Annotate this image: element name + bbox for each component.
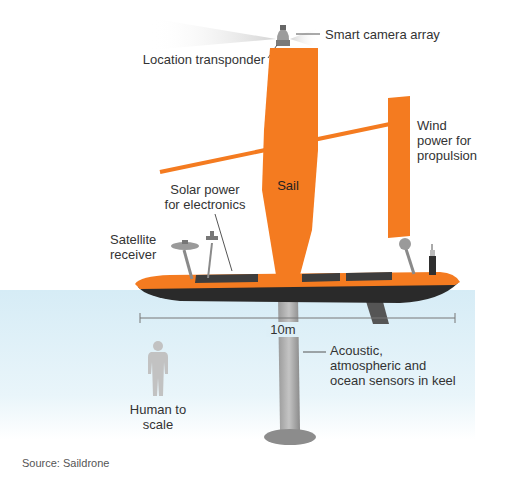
leader-line (215, 214, 232, 271)
solar-panel (302, 273, 340, 282)
keel-bulb (264, 429, 316, 445)
scale-note: Human to scale (128, 402, 188, 432)
human-silhouette (148, 341, 168, 396)
source-caption: Source: Saildrone (22, 457, 109, 470)
dimension-label: 10m (266, 322, 300, 337)
sail-label: Sail (277, 178, 299, 193)
solar-panel (346, 272, 392, 281)
sensor-mast (399, 238, 436, 275)
camera-array (276, 25, 290, 46)
part-label: Solar power for electronics (162, 182, 248, 212)
satellite-receiver (171, 231, 218, 279)
part-label: Satellite receiver (110, 232, 176, 262)
part-label: Acoustic, atmospheric and ocean sensors … (330, 343, 457, 388)
part-label: Smart camera array (325, 27, 465, 42)
part-label: Location transponder (118, 52, 265, 67)
keel (278, 296, 300, 430)
leader-line (296, 34, 320, 35)
sail-outline (262, 48, 318, 275)
camera-beam (290, 28, 318, 48)
water (0, 290, 475, 440)
solar-panel (195, 274, 258, 283)
sail-shape (255, 44, 321, 278)
camera-beam (150, 18, 276, 50)
part-label: Wind power for propulsion (417, 118, 481, 163)
tail-wing (388, 96, 410, 238)
leader-line (303, 352, 326, 353)
sail: Sail (255, 44, 321, 278)
